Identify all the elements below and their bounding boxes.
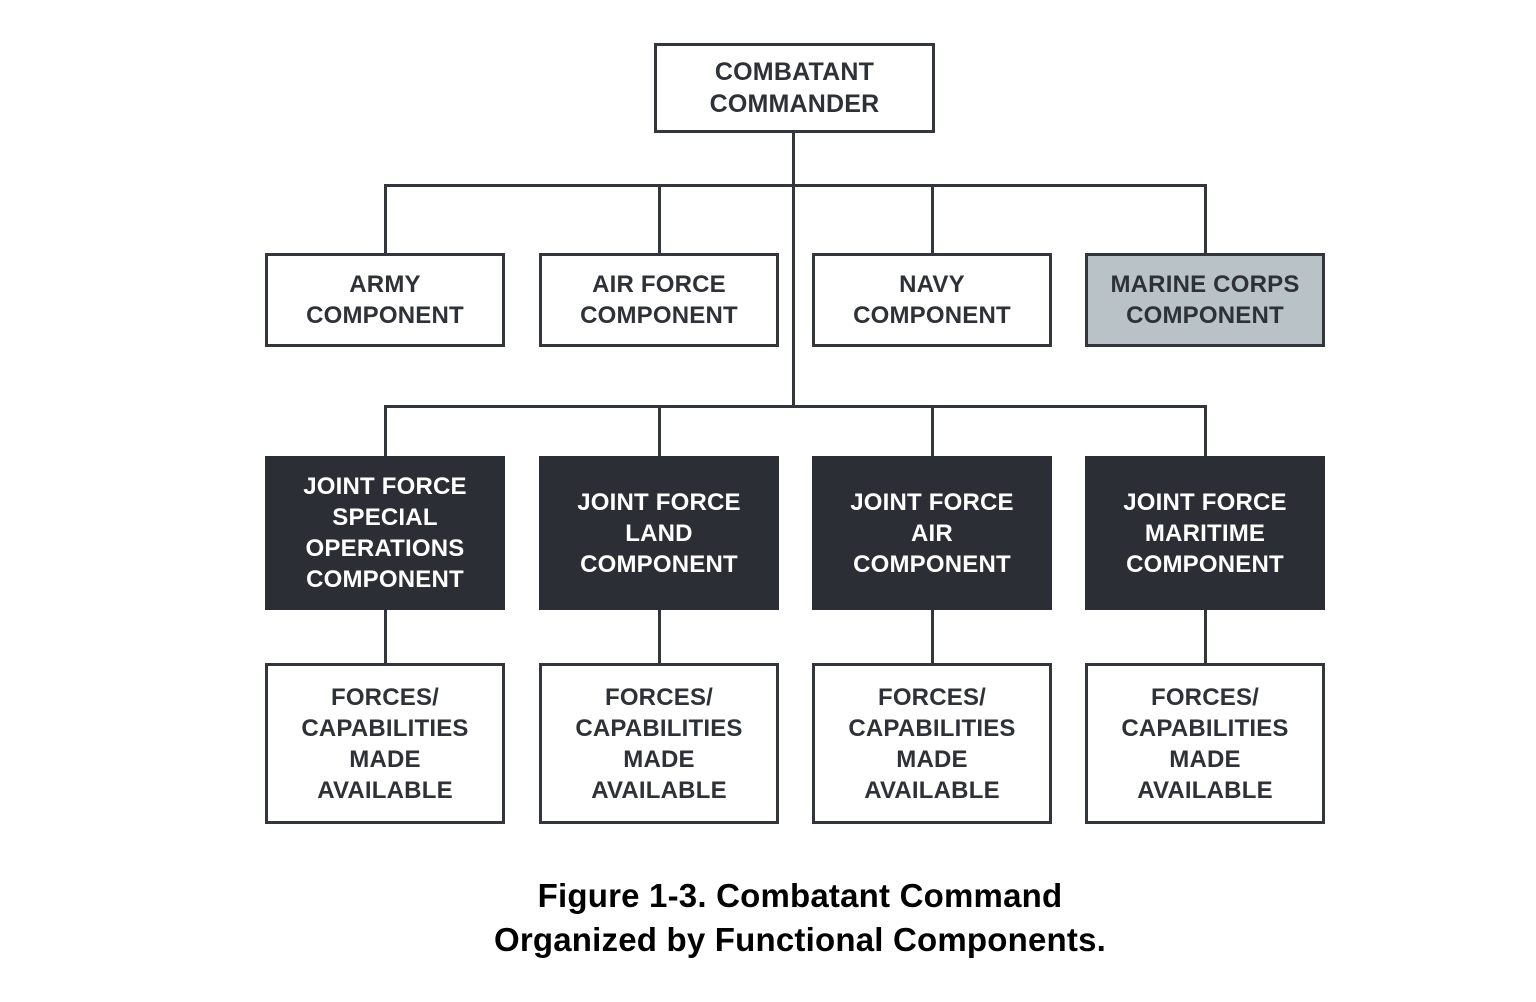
connector-drop-jf-maritime	[1204, 405, 1207, 456]
connector-drop-jf-special-operations	[384, 405, 387, 456]
node-forces-capabilities-1: FORCES/ CAPABILITIES MADE AVAILABLE	[265, 663, 505, 824]
node-joint-force-land-component: JOINT FORCE LAND COMPONENT	[539, 456, 779, 610]
node-army-component-label: ARMY COMPONENT	[306, 271, 464, 329]
connector-drop-forces-4	[1204, 610, 1207, 663]
connector-root-stem	[792, 133, 795, 408]
connector-drop-forces-2	[658, 610, 661, 663]
node-forces-capabilities-3-label: FORCES/ CAPABILITIES MADE AVAILABLE	[848, 683, 1016, 804]
connector-drop-marine-corps	[1204, 184, 1207, 253]
node-jf-land-label: JOINT FORCE LAND COMPONENT	[577, 488, 741, 578]
node-joint-force-special-operations-component: JOINT FORCE SPECIAL OPERATIONS COMPONENT	[265, 456, 505, 610]
node-air-force-component: AIR FORCE COMPONENT	[539, 253, 779, 347]
node-forces-capabilities-2: FORCES/ CAPABILITIES MADE AVAILABLE	[539, 663, 779, 824]
node-air-force-component-label: AIR FORCE COMPONENT	[580, 271, 738, 329]
node-forces-capabilities-4: FORCES/ CAPABILITIES MADE AVAILABLE	[1085, 663, 1325, 824]
connector-drop-air-force	[658, 184, 661, 253]
node-joint-force-air-component: JOINT FORCE AIR COMPONENT	[812, 456, 1052, 610]
node-joint-force-maritime-component: JOINT FORCE MARITIME COMPONENT	[1085, 456, 1325, 610]
node-navy-component: NAVY COMPONENT	[812, 253, 1052, 347]
node-marine-corps-component: MARINE CORPS COMPONENT	[1085, 253, 1325, 347]
node-forces-capabilities-1-label: FORCES/ CAPABILITIES MADE AVAILABLE	[301, 683, 469, 804]
node-army-component: ARMY COMPONENT	[265, 253, 505, 347]
connector-drop-army	[384, 184, 387, 253]
node-combatant-commander: COMBATANT COMMANDER	[654, 43, 935, 133]
connector-service-rail	[384, 184, 1207, 187]
node-jf-air-label: JOINT FORCE AIR COMPONENT	[850, 488, 1014, 578]
node-navy-component-label: NAVY COMPONENT	[853, 271, 1011, 329]
connector-drop-forces-3	[931, 610, 934, 663]
node-jf-maritime-label: JOINT FORCE MARITIME COMPONENT	[1123, 488, 1287, 578]
connector-drop-jf-air	[931, 405, 934, 456]
connector-drop-forces-1	[384, 610, 387, 663]
connector-functional-rail	[384, 405, 1207, 408]
node-forces-capabilities-3: FORCES/ CAPABILITIES MADE AVAILABLE	[812, 663, 1052, 824]
connector-drop-navy	[931, 184, 934, 253]
figure-caption: Figure 1-3. Combatant Command Organized …	[493, 877, 1107, 958]
node-combatant-commander-label: COMBATANT COMMANDER	[709, 58, 880, 118]
node-marine-corps-component-label: MARINE CORPS COMPONENT	[1110, 271, 1300, 329]
node-forces-capabilities-4-label: FORCES/ CAPABILITIES MADE AVAILABLE	[1121, 683, 1289, 804]
node-forces-capabilities-2-label: FORCES/ CAPABILITIES MADE AVAILABLE	[575, 683, 743, 804]
node-jf-special-operations-label: JOINT FORCE SPECIAL OPERATIONS COMPONENT	[303, 473, 467, 593]
connector-drop-jf-land	[658, 405, 661, 456]
